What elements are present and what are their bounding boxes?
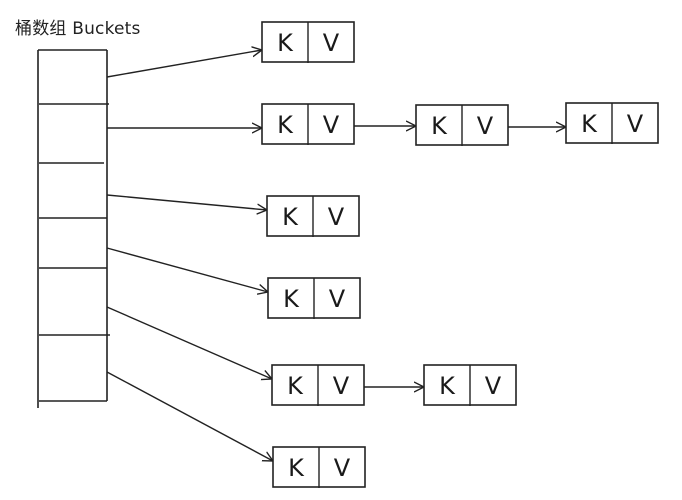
- bucket-pointer-arrow: [106, 50, 262, 78]
- node-value-label: V: [323, 29, 340, 57]
- node-key-label: K: [287, 372, 304, 400]
- node-key-label: K: [431, 112, 448, 140]
- bucket-pointer-arrow: [106, 371, 273, 461]
- node-value-label: V: [328, 203, 345, 231]
- node-value-label: V: [485, 372, 502, 400]
- buckets-title: 桶数组 Buckets: [15, 19, 141, 39]
- node-key-label: K: [277, 29, 294, 57]
- node-key-label: K: [581, 110, 598, 138]
- node-key-label: K: [283, 285, 300, 313]
- bucket-pointer-arrow: [106, 247, 268, 292]
- links: [106, 50, 566, 461]
- node-value-label: V: [477, 112, 494, 140]
- node-key-label: K: [439, 372, 456, 400]
- node-value-label: V: [323, 111, 340, 139]
- bucket-array: [37, 49, 110, 408]
- node-key-label: K: [288, 454, 305, 482]
- node-key-label: K: [277, 111, 294, 139]
- bucket-pointer-arrow: [106, 306, 272, 379]
- node-value-label: V: [329, 285, 346, 313]
- node-value-label: V: [333, 372, 350, 400]
- node-value-label: V: [334, 454, 351, 482]
- bucket-pointer-arrow: [106, 194, 267, 210]
- node-value-label: V: [627, 110, 644, 138]
- node-key-label: K: [282, 203, 299, 231]
